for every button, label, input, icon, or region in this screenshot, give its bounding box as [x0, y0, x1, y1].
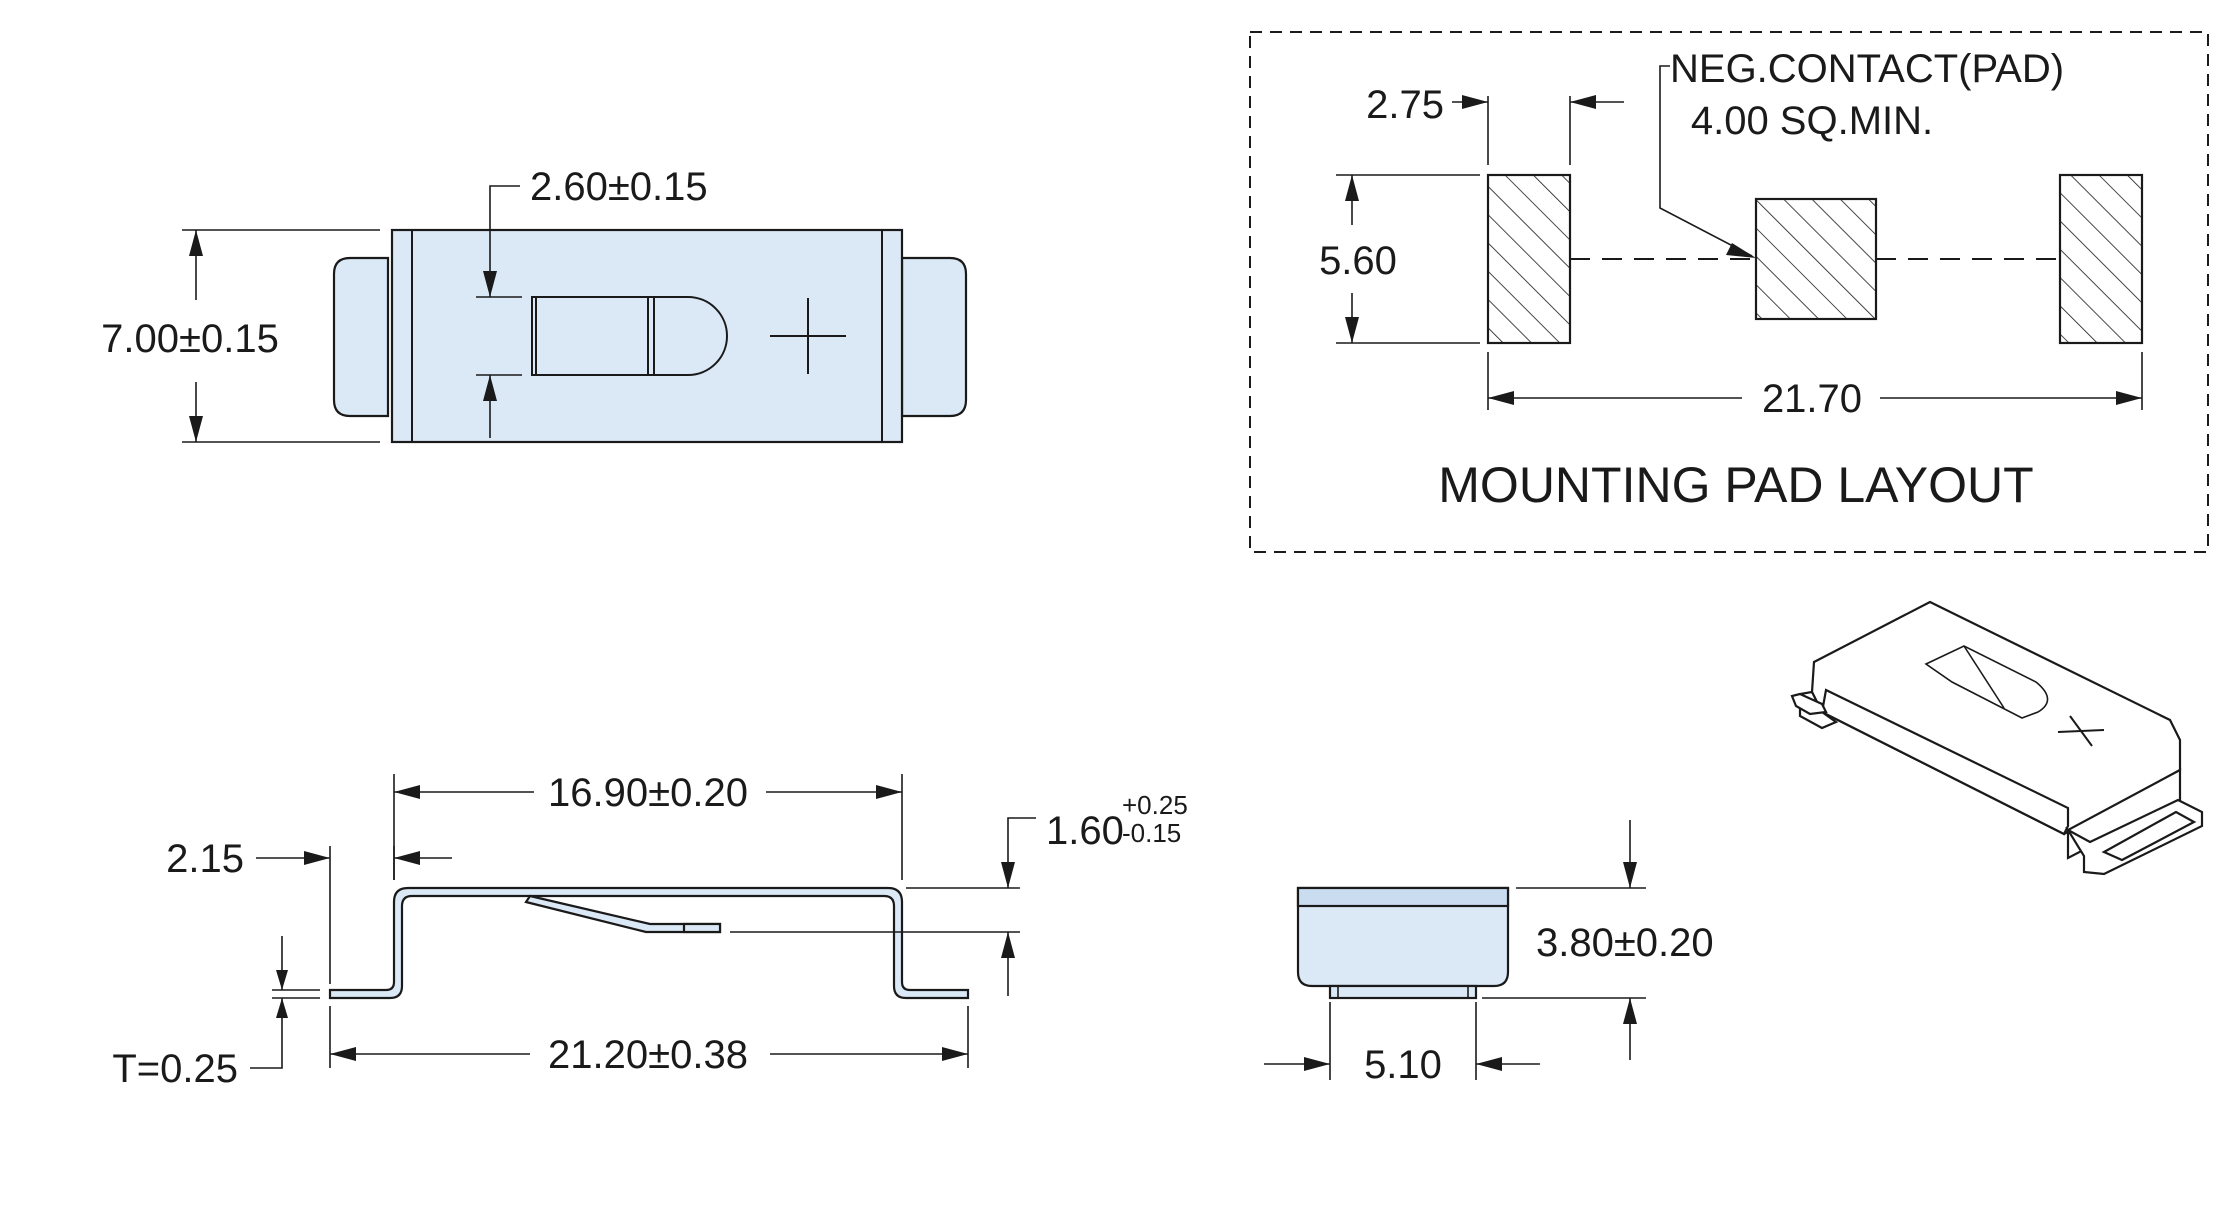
- pad-center: [1754, 197, 1878, 321]
- pad-layout: 2.75 5.60 21.70 NEG.CONTACT(PAD) 4.00 SQ…: [1249, 31, 2209, 553]
- dim-overall-length: 21.20±0.38: [548, 1033, 748, 1077]
- dim-thickness: T=0.25: [112, 1047, 238, 1091]
- note-neg-contact-size: 4.00 SQ.MIN.: [1691, 99, 1933, 143]
- pad-right: [2058, 173, 2144, 345]
- dim-window: 2.60±0.15: [530, 165, 708, 209]
- dim-end-height: 3.80±0.20: [1536, 921, 1714, 965]
- iso-plus-icon: [2057, 715, 2105, 747]
- dim-top-height: 7.00±0.15: [101, 317, 279, 361]
- dim-height-base: 1.60: [1046, 809, 1124, 853]
- end-view: 3.80±0.20 5.10: [1264, 820, 1714, 1087]
- top-view-contact-window: [531, 296, 728, 376]
- pad-layout-title: MOUNTING PAD LAYOUT: [1438, 457, 2033, 513]
- top-view: 7.00±0.15 2.60±0.15: [101, 165, 968, 444]
- dim-top-length: 16.90±0.20: [548, 771, 748, 815]
- dim-pad-width: 2.75: [1366, 83, 1444, 127]
- dim-height-tol-plus: +0.25: [1122, 790, 1188, 820]
- top-view-left-tab: [332, 256, 390, 418]
- pad-left: [1486, 173, 1572, 345]
- end-view-body: [1296, 886, 1510, 988]
- dim-end-width: 5.10: [1364, 1043, 1442, 1087]
- dim-pad-span: 21.70: [1762, 377, 1862, 421]
- dim-foot: 2.15: [166, 837, 244, 881]
- dim-pad-height: 5.60: [1319, 239, 1397, 283]
- note-neg-contact: NEG.CONTACT(PAD): [1670, 47, 2064, 91]
- dim-height-tol-minus: -0.15: [1122, 818, 1181, 848]
- top-view-right-tab: [900, 256, 968, 418]
- plus-icon: [770, 298, 846, 374]
- isometric-view: [1790, 600, 2204, 876]
- side-view: 16.90±0.20 2.15 1.60 +0.25 -0.15 T=0.25: [112, 771, 1187, 1091]
- side-view-profile: [328, 886, 970, 1000]
